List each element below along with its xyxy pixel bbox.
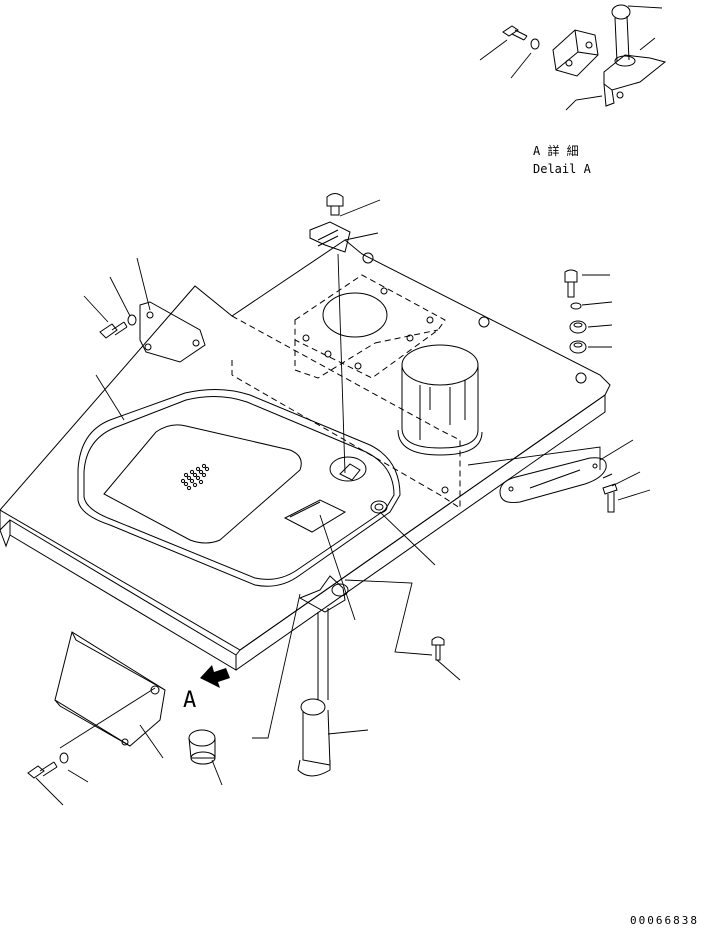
view-a-arrow: A (183, 665, 230, 713)
pedal-lever (297, 575, 349, 777)
plate-hole (441, 486, 449, 494)
plate-hole (575, 372, 587, 384)
floor-mat (77, 388, 401, 587)
floor-plate (0, 239, 611, 671)
rear-cover (27, 631, 166, 779)
detail-a-bolt (502, 25, 528, 41)
left-bracket (99, 301, 206, 363)
detail-a-assembly: A 詳 細 Delail A (479, 4, 667, 176)
detail-a-title-jp: A 詳 細 (533, 143, 579, 158)
plate-hole (478, 316, 490, 328)
leader-lines (35, 199, 651, 806)
right-fasteners (564, 269, 587, 354)
detail-a-bracket (552, 29, 599, 77)
small-pin (431, 636, 445, 661)
right-cover-plate (499, 457, 618, 513)
mounting-plate (294, 274, 446, 379)
grommet (329, 456, 367, 482)
plate-hole (362, 252, 374, 264)
detail-a-title-en: Delail A (533, 162, 592, 176)
duct-cylinder (397, 344, 483, 456)
detail-a-washer (530, 38, 540, 50)
plug (370, 500, 388, 514)
view-a-label: A (183, 688, 196, 713)
knob (188, 729, 216, 765)
top-clip (309, 193, 351, 253)
drawing-number: 00066838 (630, 914, 699, 927)
pedal-opening (283, 499, 347, 533)
drain-holes (180, 463, 210, 491)
detail-a-latch (603, 4, 667, 107)
